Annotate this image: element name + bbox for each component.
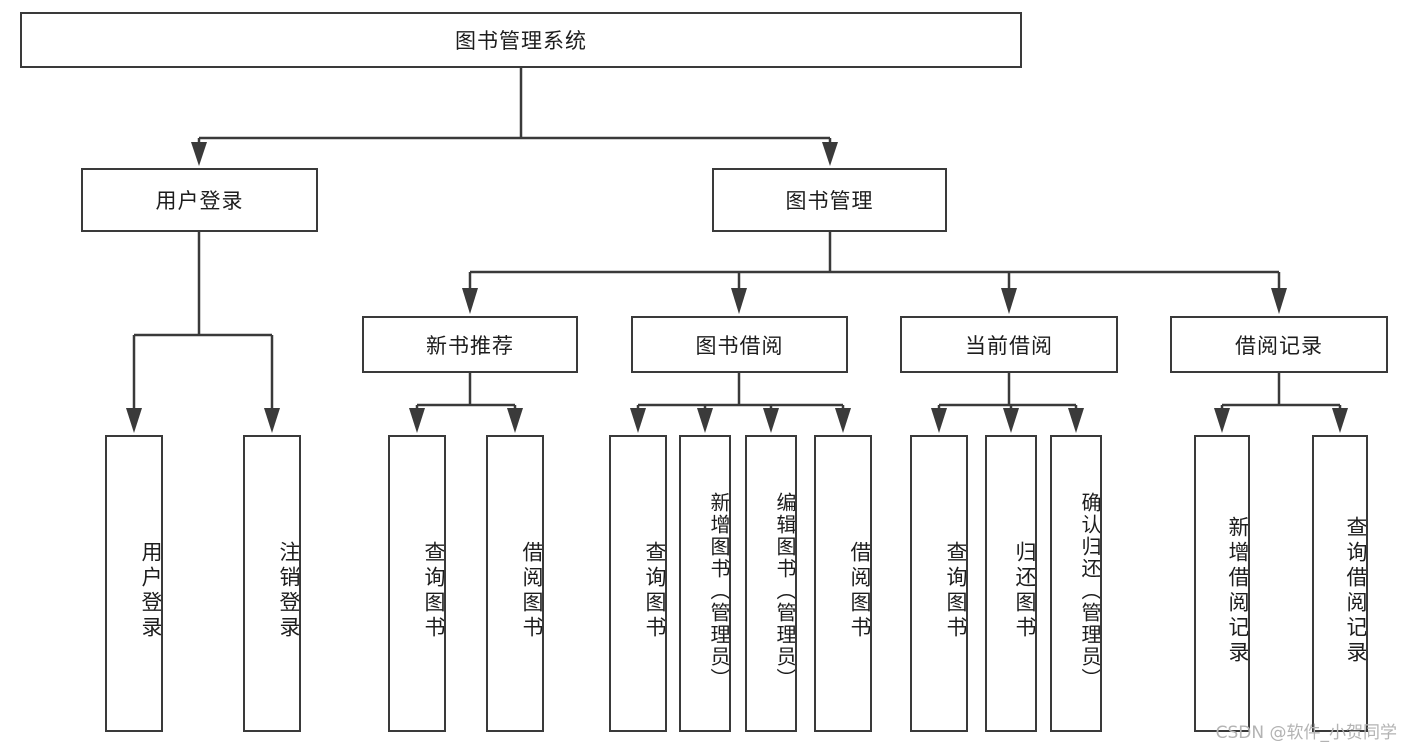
node-leaf-query-book-2[interactable]: 查询图书 [609, 435, 667, 732]
arrowhead-leaf-return-book [1003, 408, 1019, 433]
node-leaf-query-borrow-record[interactable]: 查询借阅记录 [1312, 435, 1368, 732]
node-leaf-borrow-book-2[interactable]: 借阅图书 [814, 435, 872, 732]
arrowhead-bookborrow [731, 288, 747, 314]
arrowhead-leaf-add-book [697, 408, 713, 433]
node-new-book-recommend[interactable]: 新书推荐 [362, 316, 578, 373]
node-leaf-edit-book[interactable]: 编辑图书（管理员） [745, 435, 797, 732]
node-leaf-query-book-3[interactable]: 查询图书 [910, 435, 968, 732]
node-leaf-add-book[interactable]: 新增图书（管理员） [679, 435, 731, 732]
arrowhead-leaf-borrow-book-1 [507, 408, 523, 433]
arrowhead-leaf-logout [264, 408, 280, 433]
node-leaf-logout[interactable]: 注销登录 [243, 435, 301, 732]
node-root-system[interactable]: 图书管理系统 [20, 12, 1022, 68]
arrowhead-leaf-borrow-book-2 [835, 408, 851, 433]
arrowhead-leaf-query-record [1332, 408, 1348, 433]
node-leaf-query-book-1[interactable]: 查询图书 [388, 435, 446, 732]
arrowhead-leaf-edit-book [763, 408, 779, 433]
watermark-text: CSDN @软件_小贺同学 [1215, 723, 1397, 743]
node-leaf-add-borrow-record[interactable]: 新增借阅记录 [1194, 435, 1250, 732]
node-leaf-user-login[interactable]: 用户登录 [105, 435, 163, 732]
node-leaf-return-book[interactable]: 归还图书 [985, 435, 1037, 732]
node-leaf-borrow-book-1[interactable]: 借阅图书 [486, 435, 544, 732]
arrowhead-leaf-confirm-return [1068, 408, 1084, 433]
arrowhead-newbookrec [462, 288, 478, 314]
arrowhead-leaf-query-book-1 [409, 408, 425, 433]
arrowhead-userlogin [191, 142, 207, 166]
node-borrow-record[interactable]: 借阅记录 [1170, 316, 1388, 373]
arrowhead-leaf-query-book-3 [931, 408, 947, 433]
arrowhead-leaf-user-login [126, 408, 142, 433]
arrowhead-bookmanage [822, 142, 838, 166]
node-user-login[interactable]: 用户登录 [81, 168, 318, 232]
node-book-borrow[interactable]: 图书借阅 [631, 316, 848, 373]
arrowhead-leaf-add-record [1214, 408, 1230, 433]
arrowhead-currentborrow [1001, 288, 1017, 314]
node-current-borrow[interactable]: 当前借阅 [900, 316, 1118, 373]
arrowhead-leaf-query-book-2 [630, 408, 646, 433]
node-book-manage[interactable]: 图书管理 [712, 168, 947, 232]
node-leaf-confirm-return[interactable]: 确认归还（管理员） [1050, 435, 1102, 732]
arrowhead-borrowrecord [1271, 288, 1287, 314]
